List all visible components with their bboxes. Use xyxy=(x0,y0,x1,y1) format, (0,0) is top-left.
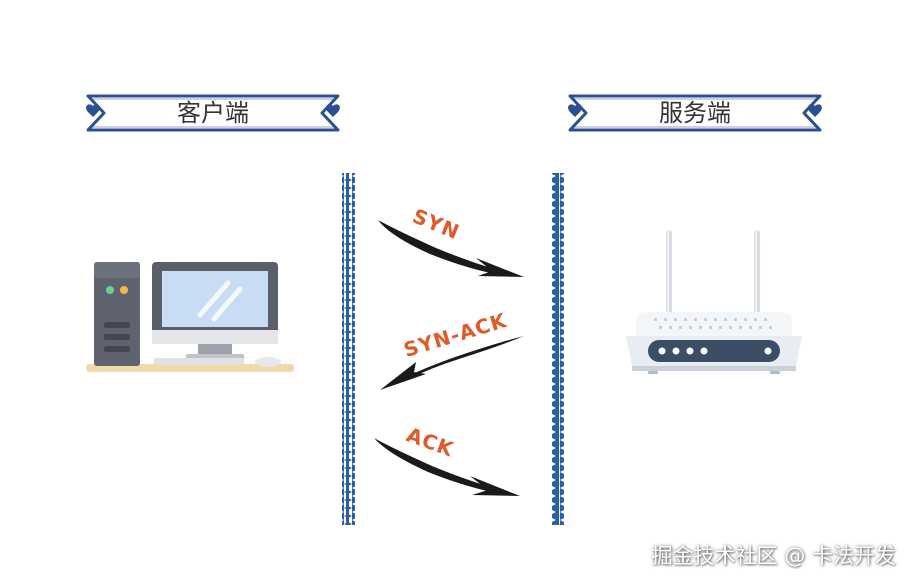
server-boundary-post xyxy=(552,173,564,525)
desktop-computer-icon xyxy=(86,262,294,372)
watermark: 掘金技术社区 @ 卡法开发 xyxy=(651,544,896,568)
client-banner xyxy=(86,94,340,132)
router-icon xyxy=(626,230,802,374)
client-label: 客户端 xyxy=(177,99,249,127)
client-boundary-post xyxy=(342,173,355,525)
server-banner xyxy=(568,94,822,132)
heart-ornament-icon xyxy=(808,104,822,117)
heart-ornament-icon xyxy=(568,104,582,117)
ack-arrow xyxy=(374,438,520,496)
heart-ornament-icon xyxy=(326,104,340,117)
heart-ornament-icon xyxy=(86,104,100,117)
syn-arrow xyxy=(378,220,524,277)
syn-ack-arrow xyxy=(380,336,524,390)
server-label: 服务端 xyxy=(659,99,731,127)
